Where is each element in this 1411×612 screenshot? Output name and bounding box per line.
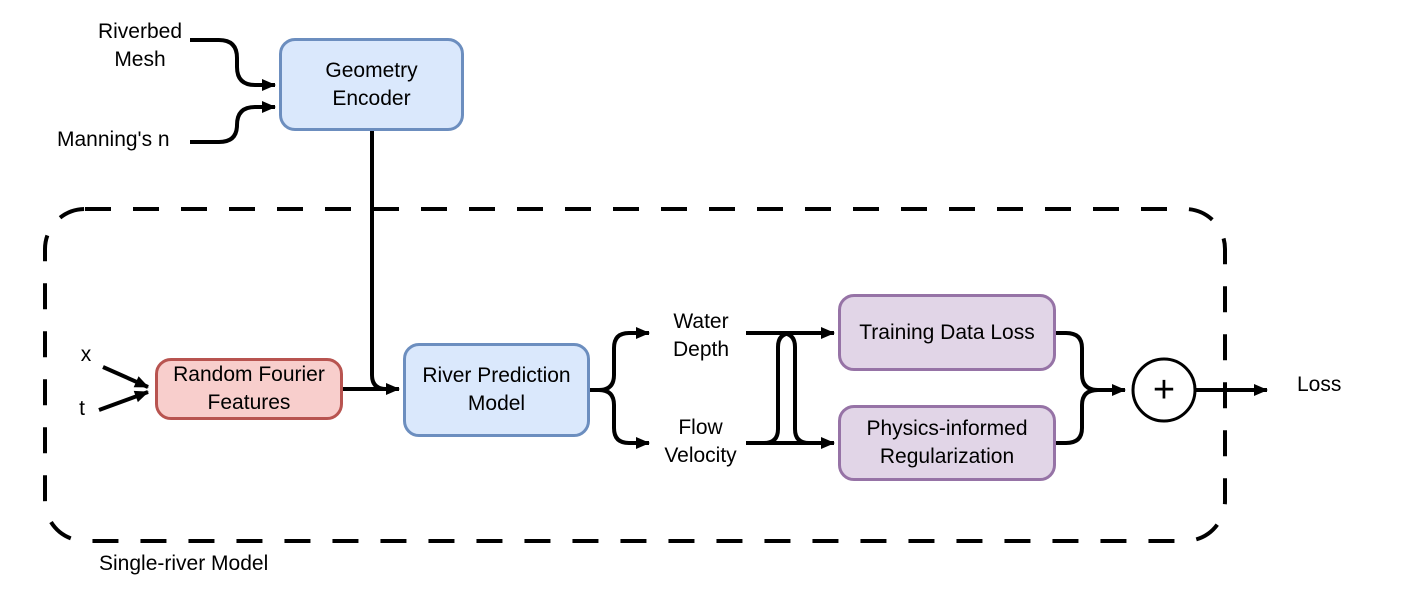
edge-water-depth-to-physics-reg xyxy=(780,331,810,445)
sum-plus-label: + xyxy=(1152,369,1176,411)
mannings-n-label: Manning's n xyxy=(57,128,170,151)
riverbed-mesh-label: Riverbed Mesh xyxy=(97,20,183,71)
edge-river-prediction-to-flow-velocity xyxy=(590,388,650,449)
edge-flow-velocity-to-training-loss xyxy=(763,331,793,445)
flow-velocity-label: Flow Velocity xyxy=(664,416,737,467)
edge-training-loss-to-sum xyxy=(1056,331,1126,396)
physics-informed-regularization-node: Physics-informed Regularization xyxy=(838,405,1056,481)
edge-x-to-random-fourier xyxy=(102,365,149,389)
edge-physics-reg-to-sum xyxy=(1056,388,1099,445)
edge-t-to-random-fourier xyxy=(98,390,149,412)
t-input-label: t xyxy=(79,397,85,420)
single-river-model-boundary xyxy=(43,207,1227,543)
edge-river-prediction-to-water-depth xyxy=(590,327,650,392)
random-fourier-features-node: Random Fourier Features xyxy=(155,358,343,420)
river-prediction-model-node: River Prediction Model xyxy=(403,343,590,437)
edge-mannings-n-to-geometry-encoder xyxy=(190,101,276,144)
edge-geometry-encoder-to-river-prediction xyxy=(370,131,394,391)
geometry-encoder-node: Geometry Encoder xyxy=(279,38,464,131)
training-data-loss-node: Training Data Loss xyxy=(838,294,1056,371)
water-depth-label: Water Depth xyxy=(672,310,730,361)
single-river-model-label: Single-river Model xyxy=(99,552,269,575)
loss-label: Loss xyxy=(1297,373,1342,396)
x-input-label: x xyxy=(80,343,92,366)
sum-circle xyxy=(1131,357,1197,423)
edge-riverbed-mesh-to-geometry-encoder xyxy=(190,38,276,91)
